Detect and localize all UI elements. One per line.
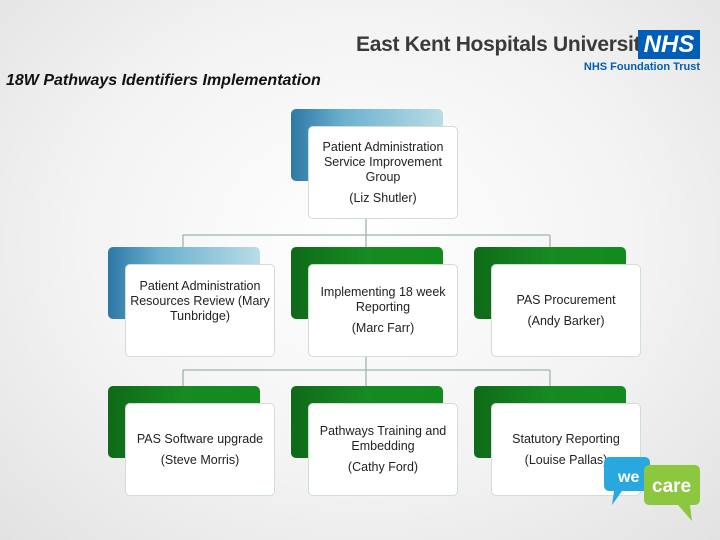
node-root-name: Patient Administration Service Improveme… — [322, 139, 444, 184]
node-18-week-reporting-person: (Marc Farr) — [351, 321, 415, 335]
node-resources-review: Patient Administration Resources Review … — [108, 247, 275, 357]
care-bubble — [644, 465, 700, 521]
node-pathways-training-person: (Cathy Ford) — [347, 460, 419, 474]
node-pas-procurement-name: PAS Procurement — [516, 292, 616, 307]
node-root-card: Patient Administration Service Improveme… — [308, 126, 458, 219]
nhs-badge: NHS — [638, 30, 700, 59]
node-18-week-reporting-card: Implementing 18 week Reporting (Marc Far… — [308, 264, 458, 357]
node-pas-procurement-person: (Andy Barker) — [527, 313, 605, 328]
node-pas-procurement: PAS Procurement (Andy Barker) — [474, 247, 641, 357]
node-pas-software-upgrade-card: PAS Software upgrade (Steve Morris) — [125, 403, 275, 496]
node-statutory-reporting-name: Statutory Reporting — [512, 431, 620, 446]
we-care-badge: we care — [604, 457, 700, 521]
node-resources-review-card: Patient Administration Resources Review … — [125, 264, 275, 357]
node-pas-software-upgrade-person: (Steve Morris) — [160, 452, 240, 467]
node-statutory-reporting-person: (Louise Pallas) — [524, 452, 608, 467]
node-pathways-training-card: Pathways Training and Embedding (Cathy F… — [308, 403, 458, 496]
node-pathways-training: Pathways Training and Embedding (Cathy F… — [291, 386, 458, 496]
node-pas-software-upgrade-name: PAS Software upgrade — [136, 431, 264, 446]
node-root: Patient Administration Service Improveme… — [291, 109, 458, 219]
node-pas-software-upgrade: PAS Software upgrade (Steve Morris) — [108, 386, 275, 496]
node-root-person: (Liz Shutler) — [349, 190, 417, 205]
we-bubble — [604, 457, 650, 505]
org-name: East Kent Hospitals University — [356, 33, 652, 56]
trust-name: NHS Foundation Trust — [583, 61, 700, 73]
node-pathways-training-name: Pathways Training and Embedding — [319, 424, 447, 453]
node-18-week-reporting-name: Implementing 18 week Reporting — [320, 285, 446, 314]
care-text: care — [652, 476, 691, 497]
node-18-week-reporting: Implementing 18 week Reporting (Marc Far… — [291, 247, 458, 357]
page-title: 18W Pathways Identifiers Implementation — [6, 72, 321, 89]
trust-logo: East Kent Hospitals University NHS NHS F… — [356, 30, 700, 76]
we-text: we — [617, 469, 639, 486]
node-pas-procurement-card: PAS Procurement (Andy Barker) — [491, 264, 641, 357]
node-resources-review-name: Patient Administration Resources Review … — [130, 279, 270, 323]
